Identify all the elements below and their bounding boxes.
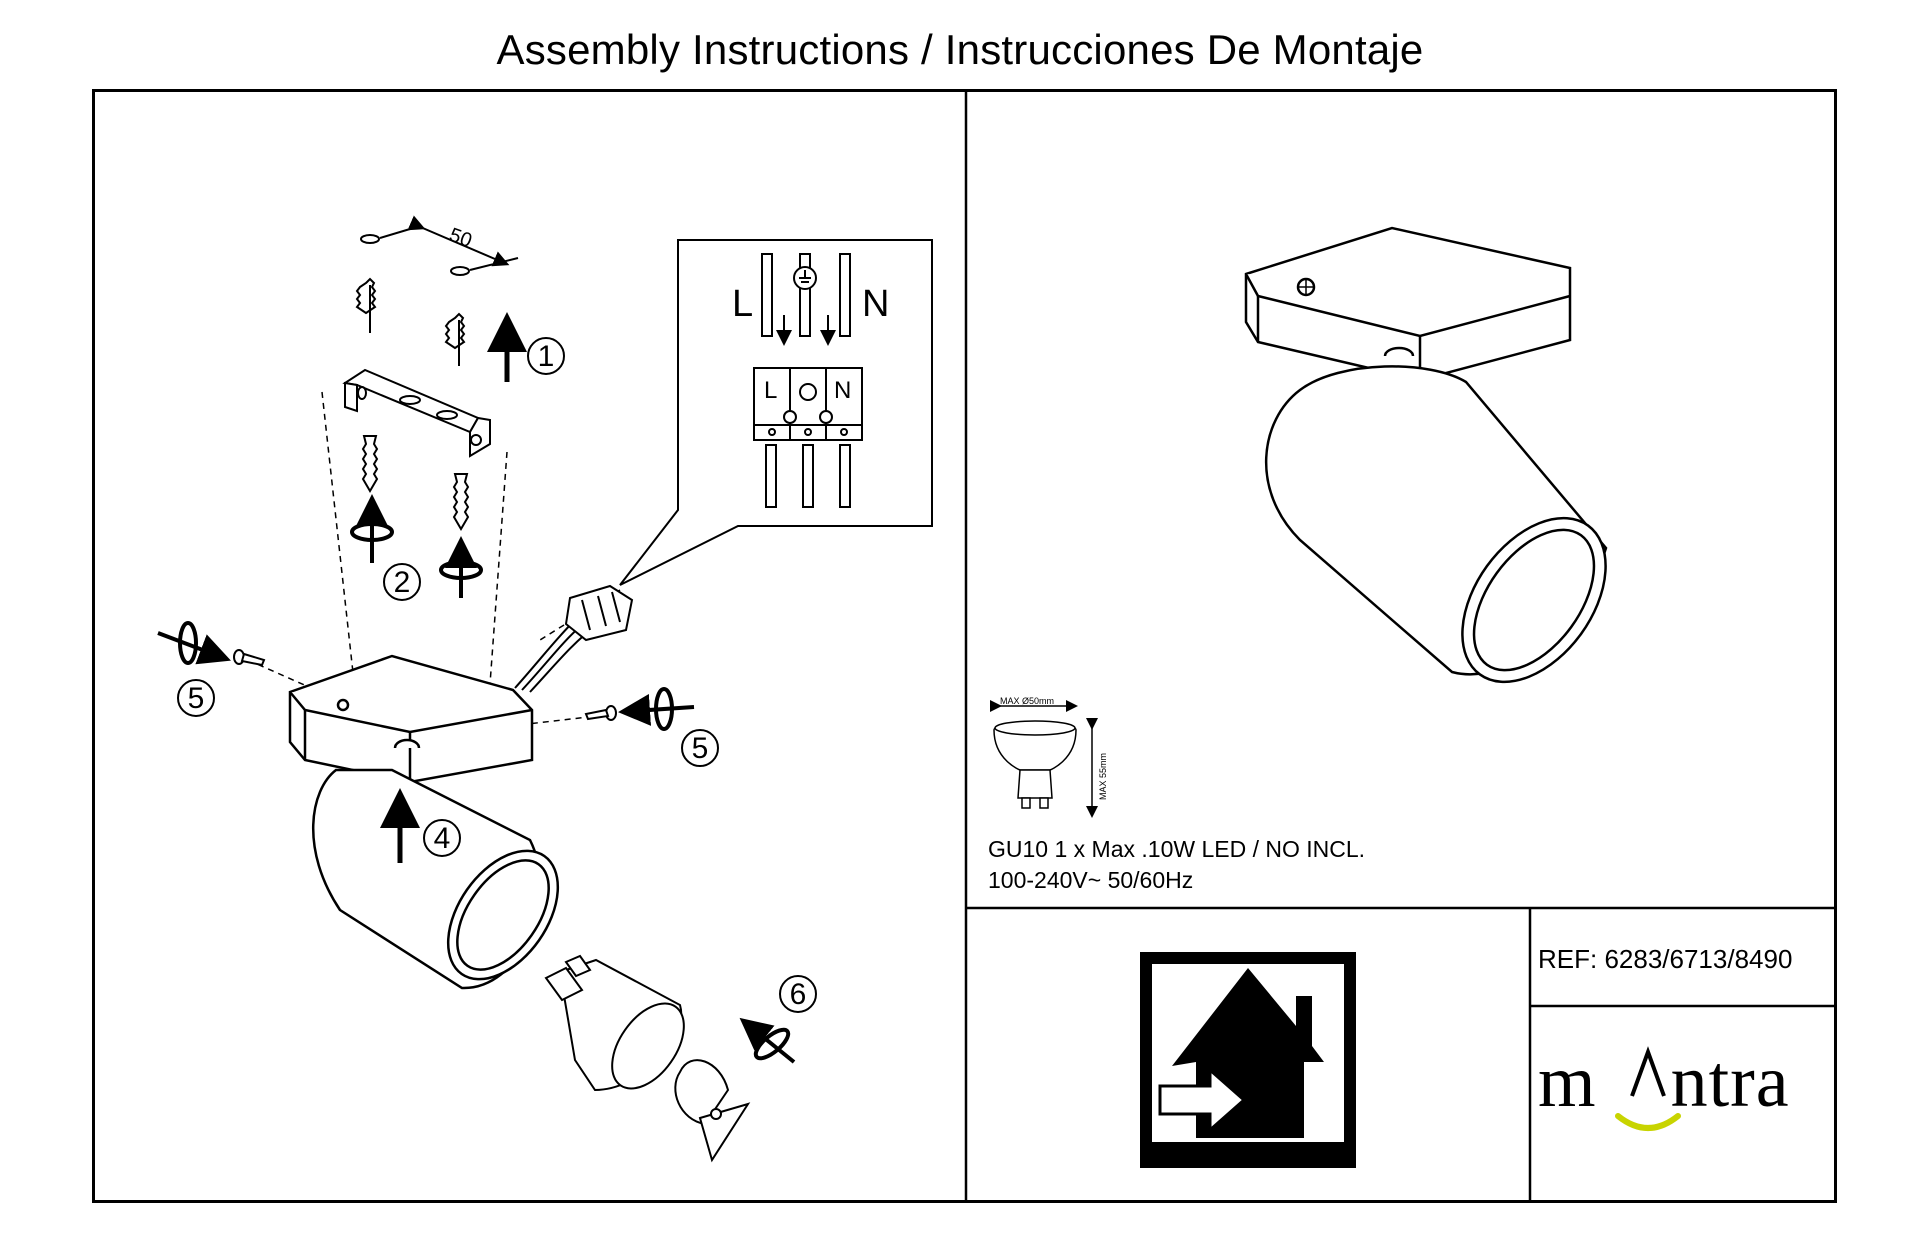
live-terminal-label: L bbox=[732, 283, 753, 325]
spot-head bbox=[311, 768, 560, 990]
bulb-dimension-drawing bbox=[990, 700, 1098, 818]
voltage-text: 100-240V~ 50/60Hz bbox=[988, 867, 1194, 893]
page-title: Assembly Instructions / Instrucciones De… bbox=[496, 26, 1424, 73]
wall-plug-icon bbox=[355, 277, 466, 366]
instruction-frame bbox=[92, 89, 1837, 1203]
mounting-bracket bbox=[342, 368, 491, 458]
wiring-callout bbox=[619, 239, 933, 586]
frame-dividers bbox=[964, 89, 1837, 1203]
reference-number: REF: 6283/6713/8490 bbox=[1538, 944, 1793, 974]
retaining-clip bbox=[674, 1059, 751, 1163]
gu10-bulb bbox=[544, 954, 685, 1092]
mantra-smile-logo-icon bbox=[1615, 1113, 1681, 1131]
brand-name-left: m bbox=[1538, 1041, 1597, 1123]
block-live-label: L bbox=[764, 377, 777, 404]
step-number-5-left: 5 bbox=[188, 682, 205, 715]
step-number-4: 4 bbox=[434, 822, 451, 855]
rotate-arrow-icon bbox=[157, 621, 695, 731]
step-number-2: 2 bbox=[394, 566, 411, 599]
side-screw-icon bbox=[233, 649, 617, 721]
ceiling-box bbox=[288, 654, 534, 784]
step-number-6: 6 bbox=[790, 978, 807, 1011]
step-number-1: 1 bbox=[538, 340, 555, 373]
indoor-use-house-icon bbox=[1140, 952, 1356, 1168]
wire-connector bbox=[514, 584, 634, 693]
screw-icon bbox=[361, 435, 470, 531]
bulb-spec-text: GU10 1 x Max .10W LED / NO INCL. bbox=[988, 836, 1366, 862]
mantra-caret-icon bbox=[1630, 1046, 1666, 1097]
bulb-max-height-label: MAX 55mm bbox=[1098, 753, 1108, 800]
bulb-max-width-label: MAX Ø50mm bbox=[1000, 696, 1054, 706]
drill-holes bbox=[360, 215, 519, 276]
step-number-5-right: 5 bbox=[692, 732, 709, 765]
assembled-spotlight bbox=[1244, 226, 1608, 684]
block-neutral-label: N bbox=[834, 377, 851, 404]
rotate-arrow-icon bbox=[739, 1017, 796, 1064]
rotate-arrow-icon bbox=[350, 494, 483, 598]
brand-name-right: ntra bbox=[1670, 1041, 1790, 1123]
step-markers bbox=[177, 337, 817, 1013]
neutral-terminal-label: N bbox=[862, 283, 889, 325]
